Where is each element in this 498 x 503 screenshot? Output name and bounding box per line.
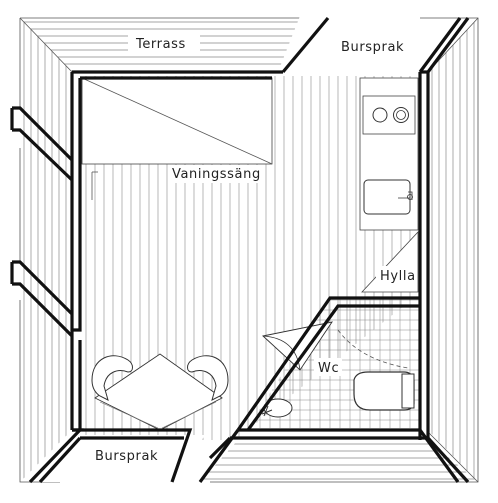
- terrace-label-bg: [128, 34, 200, 52]
- shelf-label: Hylla: [380, 269, 416, 284]
- wc-label: Wc: [318, 361, 339, 376]
- chair-left-icon: [91, 355, 133, 401]
- bay-window-top: [278, 16, 420, 72]
- burner-left-icon: [372, 107, 388, 123]
- lounge-furniture: [91, 353, 229, 431]
- bay-bottom-label: Bursprak: [95, 449, 158, 464]
- bay-window-bottom: [40, 435, 205, 482]
- chair-right-icon: [187, 355, 229, 401]
- faucet-icon: [398, 191, 413, 200]
- bed-label: Vaningssäng: [172, 167, 261, 182]
- wc-label-bg: [314, 358, 342, 376]
- stove: [362, 95, 416, 135]
- walls: [10, 16, 470, 484]
- bunk-bed: [81, 77, 273, 200]
- sink-icon: [363, 179, 411, 215]
- burner-right-icon: [393, 107, 409, 123]
- kitchenette: [359, 77, 419, 231]
- terrace-label: Terrass: [135, 37, 186, 52]
- shelf-label-bg: [376, 266, 416, 284]
- bed-label-bg: [168, 165, 264, 183]
- bay-top-label: Bursprak: [341, 40, 404, 55]
